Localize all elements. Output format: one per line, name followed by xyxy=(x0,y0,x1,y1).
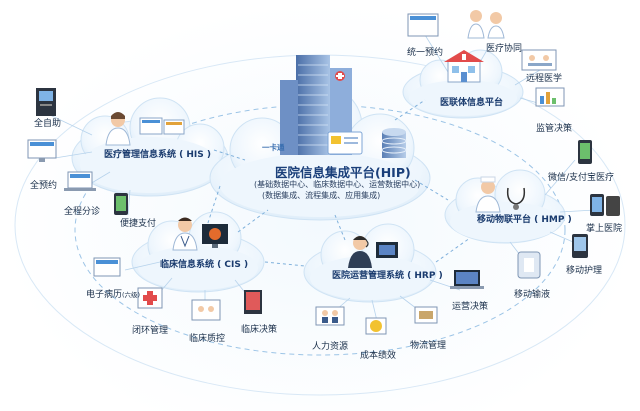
label-mobile-infusion: 移动输液 xyxy=(514,290,551,300)
label-emr-note: (六级) xyxy=(122,291,141,299)
palm-phone-icon xyxy=(590,194,620,216)
label-cost: 成本绩效 xyxy=(360,351,397,361)
infusion-icon xyxy=(517,251,541,279)
label-ops-decision: 运营决策 xyxy=(452,302,489,312)
remote-meeting-icon xyxy=(521,49,557,71)
clinic-icon xyxy=(444,50,484,83)
card-label: 一卡通 xyxy=(262,143,285,152)
connectors xyxy=(204,99,471,267)
booking-screen-icon xyxy=(407,13,439,37)
nurse-icon xyxy=(475,176,501,213)
nursing-device-icon xyxy=(572,234,588,258)
hip-title: 医院信息集成平台(HIP) xyxy=(275,165,411,180)
label-supervision: 监管决策 xyxy=(536,124,573,134)
label-palm-hospital: 掌上医院 xyxy=(586,224,623,234)
card-icon xyxy=(327,131,363,155)
label-hr: 人力资源 xyxy=(312,342,349,352)
label-clinical-decision: 临床决策 xyxy=(241,325,278,335)
label-mobile-nursing: 移动护理 xyxy=(566,266,603,276)
label-remote: 远程医学 xyxy=(526,74,563,84)
medical-cross-icon xyxy=(137,287,163,309)
database-icon xyxy=(381,128,407,158)
stethoscope-icon xyxy=(506,187,526,210)
his-screens-icon xyxy=(139,117,185,135)
decision-tablet-icon xyxy=(244,290,262,314)
label-wechat-pay: 微信/支付宝医疗 xyxy=(548,173,615,183)
wechat-phone-icon xyxy=(578,140,592,164)
payment-phone-icon xyxy=(114,193,128,215)
hrp-manager-icon xyxy=(348,236,372,268)
emr-screen-icon xyxy=(93,257,121,277)
label-unified-booking: 统一预约 xyxy=(407,48,444,58)
label-logistics: 物流管理 xyxy=(410,341,447,351)
label-triage: 全程分诊 xyxy=(64,207,101,217)
hmp-title: 移动物联平台 ( HMP ) xyxy=(477,215,572,225)
triage-laptop-icon xyxy=(64,171,96,191)
label-self-service: 全自助 xyxy=(34,119,62,129)
logistics-icon xyxy=(414,306,438,324)
collab-doctors-icon xyxy=(467,10,505,39)
his-title: 医疗管理信息系统 ( HIS ) xyxy=(104,150,211,160)
doctor-icon xyxy=(105,112,131,146)
alliance-title: 医联体信息平台 xyxy=(440,98,504,108)
hrp-monitor-icon xyxy=(376,242,398,258)
label-quality: 临床质控 xyxy=(189,334,226,344)
hip-subtitle-integration: (数据集成、流程集成、应用集成) xyxy=(262,191,381,200)
hip-subtitle-data: (基础数据中心、临床数据中心、运营数据中心) xyxy=(254,180,421,189)
cost-icon xyxy=(365,317,387,335)
supervision-screen-icon xyxy=(535,87,565,107)
hr-people-icon xyxy=(315,306,345,326)
label-collab: 医疗协同 xyxy=(486,44,523,54)
quality-screen-icon xyxy=(191,299,221,321)
label-appointment-all: 全预约 xyxy=(30,181,58,191)
hrp-title: 医院运营管理系统 ( HRP ) xyxy=(332,271,443,281)
cis-monitor-icon xyxy=(202,224,228,248)
cis-doctor-icon xyxy=(172,217,198,251)
kiosk-icon xyxy=(36,88,56,116)
cis-title: 临床信息系统 ( CIS ) xyxy=(160,260,249,270)
label-emr: 电子病历(六级) xyxy=(86,290,141,300)
appointment-screen-icon xyxy=(27,139,57,162)
label-closed-loop: 闭环管理 xyxy=(132,326,169,336)
ops-laptop-icon xyxy=(450,270,484,289)
hmp-cloud xyxy=(444,169,566,244)
label-payment: 便捷支付 xyxy=(120,219,157,229)
